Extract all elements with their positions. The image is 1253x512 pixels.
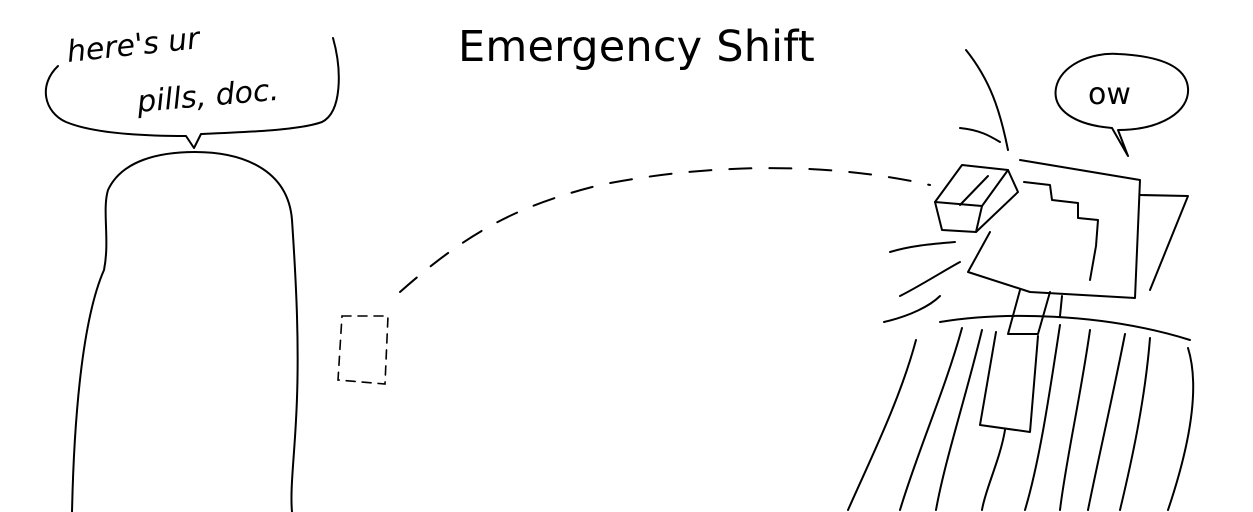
character-left	[71, 151, 299, 512]
pill-box-thrown-outline	[337, 315, 389, 385]
character-right	[847, 159, 1195, 511]
speech-text-ow: ow	[1088, 77, 1131, 112]
pill-box	[934, 164, 1019, 233]
impact-lines	[883, 49, 1009, 323]
speech-bubble-right: ow	[1054, 52, 1190, 157]
speech-bubble-left: here's ur pills, doc.	[44, 21, 340, 149]
throw-trajectory	[399, 167, 931, 293]
comic-title: Emergency Shift	[458, 22, 815, 72]
speech-text-line-2: pills, doc.	[135, 73, 281, 120]
speech-text-line-1: here's ur	[65, 21, 203, 70]
